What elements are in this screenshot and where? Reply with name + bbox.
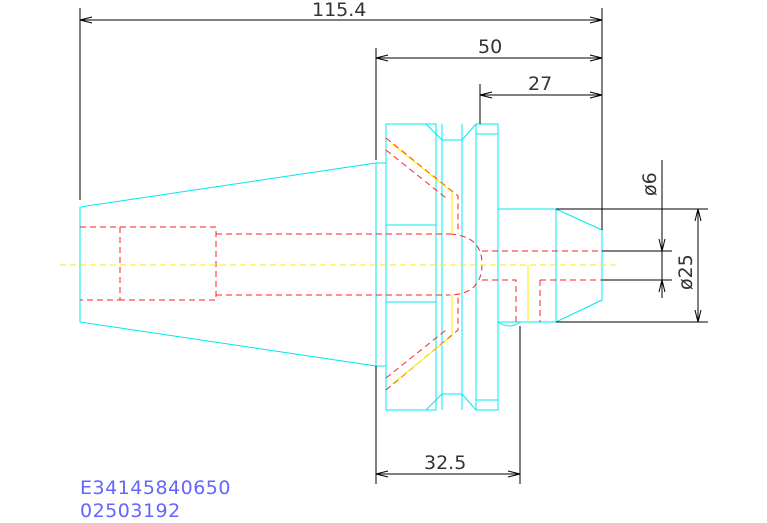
dim-groove-offset: 32.5 [424,452,466,474]
arrow [375,54,389,62]
arrow [375,470,389,478]
arrow [479,91,493,99]
arrow [589,16,603,24]
order-code: E34145840650 [80,477,231,499]
article-number: 02503192 [80,500,181,522]
hidden-lines [80,137,602,391]
nose-undercut [497,321,521,327]
flange-body [385,123,437,411]
dimension-lines [79,8,708,484]
hidden-dome [449,233,483,296]
tool-outline [79,123,603,411]
arrow [589,54,603,62]
dim-nose-length: 27 [528,73,552,95]
center-lines [60,143,620,385]
hidden-coolant [482,279,517,322]
arrow [589,91,603,99]
construction-line [391,295,453,385]
dim-flange-length: 50 [478,36,502,58]
dim-nose-diameter: ø25 [675,254,697,290]
hidden-bore [80,226,121,301]
hidden-chamfer [385,137,459,234]
arrow [79,16,93,24]
arrow [658,279,666,293]
hidden-chamfer [385,295,459,391]
construction-line [391,143,453,234]
arrow [694,309,702,323]
dim-hole-diameter: ø6 [639,172,661,196]
v-groove [425,123,443,411]
arrow [507,470,521,478]
hidden-chamfer [385,149,447,199]
hidden-bore [120,226,217,301]
arrow [694,208,702,222]
arrow [658,238,666,252]
hidden-chamfer [385,329,447,379]
v-groove [461,123,477,411]
flange-ring [475,123,499,411]
dim-overall-length: 115.4 [312,0,366,21]
